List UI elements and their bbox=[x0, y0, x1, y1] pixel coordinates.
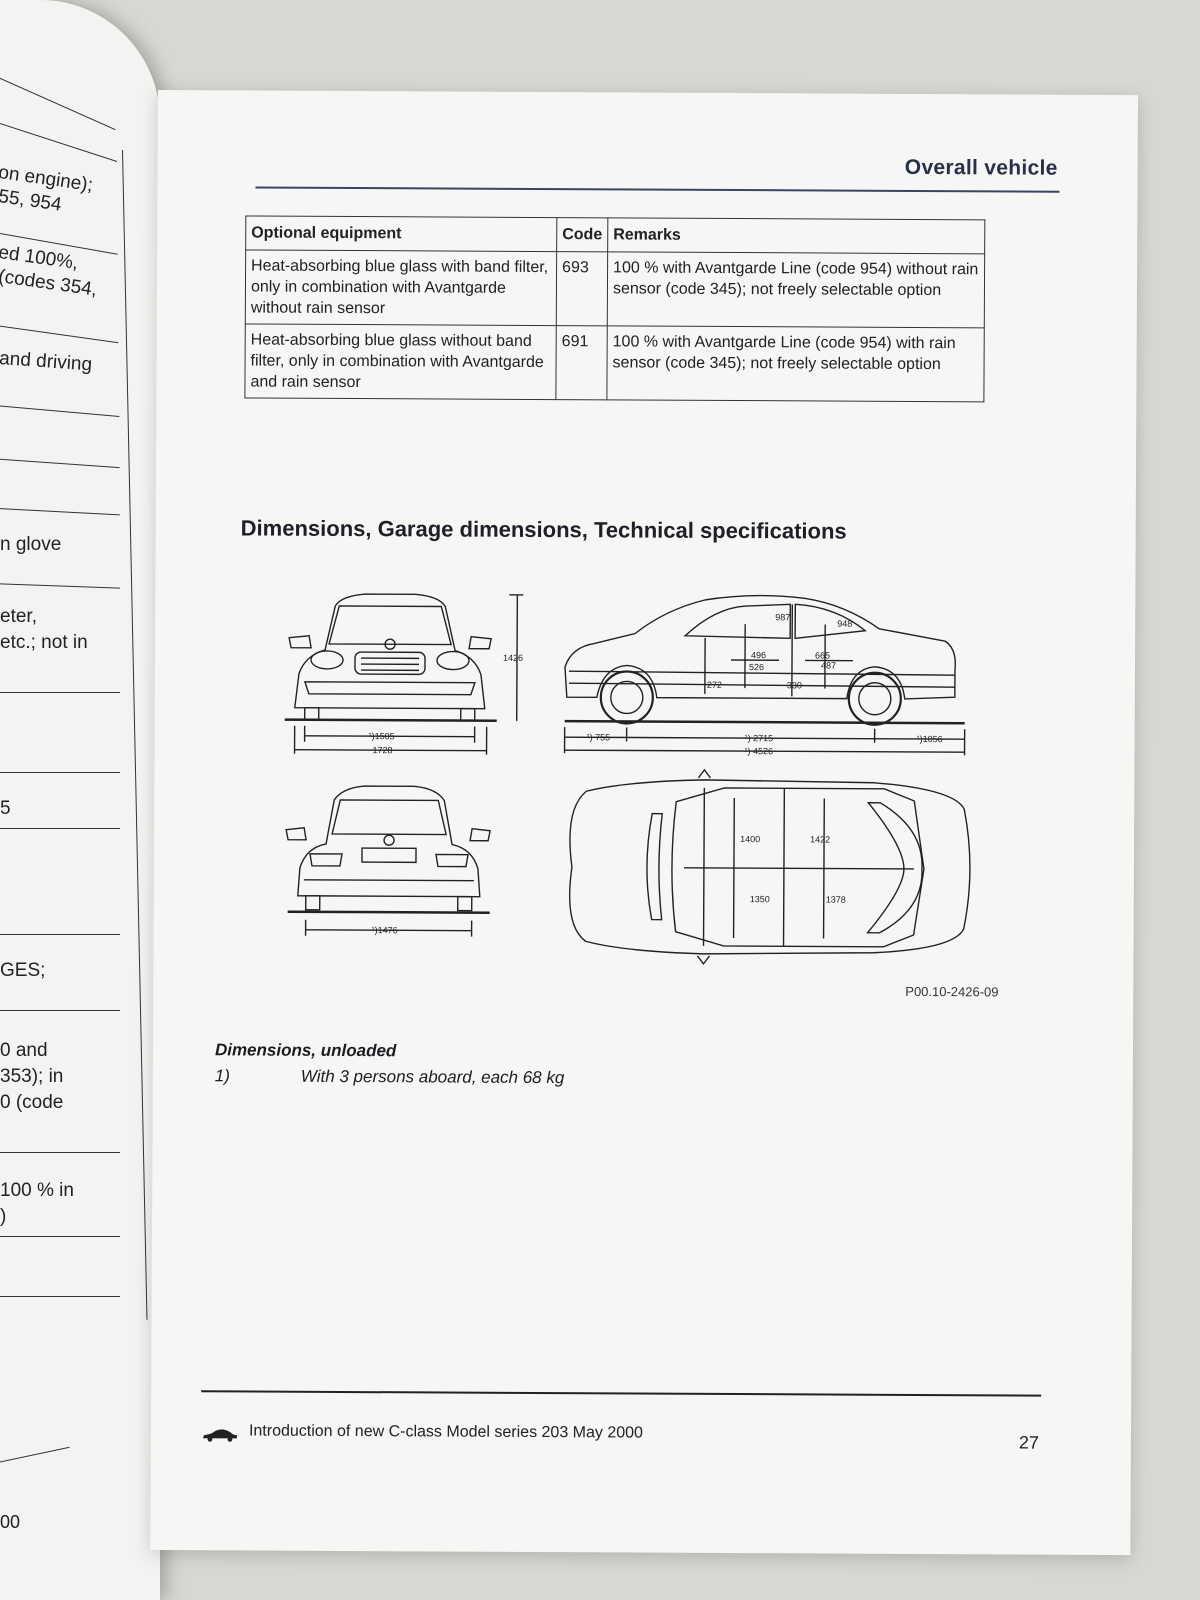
left-fragment: etc.; not in bbox=[0, 632, 88, 653]
page-number: 27 bbox=[1018, 1432, 1039, 1453]
dim-label-front-height: 1426 bbox=[503, 653, 523, 663]
table-cell-code: 691 bbox=[555, 325, 608, 400]
dim-label-rear-track: ¹)1476 bbox=[372, 925, 398, 935]
left-fragment: 0 and bbox=[0, 1040, 48, 1061]
dim-label-front-overhang: ¹) 755 bbox=[587, 732, 611, 742]
car-icon bbox=[202, 1429, 237, 1442]
left-fragment: 5 bbox=[0, 798, 11, 819]
left-rule bbox=[0, 402, 120, 417]
dim-label-948: 948 bbox=[837, 619, 852, 629]
rear-view-drawing bbox=[285, 785, 491, 937]
column-header: Remarks bbox=[607, 217, 985, 254]
left-footer-fragment: 00 bbox=[0, 1512, 21, 1532]
dim-label-rear-overhang: ¹)1056 bbox=[917, 734, 943, 744]
left-table-border bbox=[122, 149, 148, 1320]
left-rule bbox=[0, 60, 116, 131]
left-rule bbox=[0, 1152, 120, 1153]
table-header-row: Optional equipment Code Remarks bbox=[245, 215, 985, 254]
dim-label-front-width: 1728 bbox=[373, 745, 393, 755]
column-header: Optional equipment bbox=[245, 215, 557, 252]
front-view-drawing bbox=[284, 593, 524, 755]
dim-label-487: 487 bbox=[821, 660, 836, 670]
footer-rule bbox=[201, 1390, 1042, 1397]
left-rule bbox=[0, 772, 120, 773]
dim-label-526: 526 bbox=[749, 662, 764, 672]
table-cell-equipment: Heat-absorbing blue glass with band filt… bbox=[245, 249, 557, 326]
table-cell-code: 693 bbox=[556, 251, 608, 326]
dim-label-1350: 1350 bbox=[750, 894, 770, 904]
dim-label-330: 330 bbox=[787, 680, 802, 690]
left-rule bbox=[0, 828, 120, 829]
left-fragment: and driving bbox=[0, 348, 93, 376]
dim-label-272: 272 bbox=[707, 680, 722, 690]
section-heading: Dimensions, Garage dimensions, Technical… bbox=[240, 515, 847, 544]
left-fragment: ) bbox=[0, 1206, 7, 1227]
left-fragment: GES; bbox=[0, 960, 46, 981]
note-text: With 3 persons aboard, each 68 kg bbox=[300, 1066, 565, 1088]
left-rule bbox=[0, 692, 120, 693]
dim-label-987: 987 bbox=[775, 612, 790, 622]
left-rule bbox=[0, 582, 120, 589]
side-view-drawing bbox=[563, 594, 966, 756]
left-rule bbox=[0, 1446, 70, 1471]
optional-equipment-table: Optional equipment Code Remarks Heat-abs… bbox=[244, 215, 985, 402]
left-rule bbox=[0, 456, 120, 469]
top-view-drawing bbox=[568, 768, 971, 966]
left-fragment: n glove bbox=[0, 534, 62, 555]
column-header: Code bbox=[556, 217, 608, 252]
left-rule bbox=[0, 110, 118, 162]
left-rule bbox=[0, 1236, 120, 1237]
left-page: on engine); 55, 954 ed 100%, (codes 354,… bbox=[0, 0, 160, 1600]
left-fragment: 353); in bbox=[0, 1066, 64, 1087]
left-rule bbox=[0, 506, 120, 516]
left-fragment: (codes 354, bbox=[0, 266, 99, 301]
left-fragment: 0 (code bbox=[0, 1092, 64, 1113]
table-cell-remarks: 100 % with Avantgarde Line (code 954) wi… bbox=[607, 251, 985, 328]
left-rule bbox=[0, 320, 119, 344]
right-page: Overall vehicle Optional equipment Code … bbox=[150, 90, 1138, 1556]
title-rule bbox=[255, 186, 1060, 193]
table-row: Heat-absorbing blue glass with band filt… bbox=[245, 249, 985, 328]
dim-label-1378: 1378 bbox=[826, 895, 846, 905]
table-row: Heat-absorbing blue glass without band f… bbox=[244, 323, 985, 402]
left-fragment: 100 % in bbox=[0, 1180, 74, 1201]
dim-label-665: 665 bbox=[815, 650, 830, 660]
note-number: 1) bbox=[214, 1066, 231, 1086]
vehicle-dimension-drawings: 1426 ¹)1505 1728 ¹) 755 ¹) 2715 ¹)1056 ¹… bbox=[284, 593, 971, 966]
left-rule bbox=[0, 1296, 120, 1297]
dim-label-1400: 1400 bbox=[740, 834, 760, 844]
section-title: Overall vehicle bbox=[904, 155, 1058, 180]
dim-label-wheelbase: ¹) 2715 bbox=[745, 733, 774, 743]
notes-title: Dimensions, unloaded bbox=[214, 1040, 397, 1061]
dim-label-length: ¹) 4526 bbox=[745, 746, 774, 756]
left-rule bbox=[0, 934, 120, 935]
left-fragment: eter, bbox=[0, 606, 37, 627]
footer-text: Introduction of new C-class Model series… bbox=[248, 1422, 644, 1442]
dim-label-front-track: ¹)1505 bbox=[369, 731, 395, 741]
table-cell-remarks: 100 % with Avantgarde Line (code 954) wi… bbox=[606, 325, 985, 402]
dim-label-1422: 1422 bbox=[810, 834, 830, 844]
drawing-reference: P00.10-2426-09 bbox=[905, 983, 999, 1000]
left-rule bbox=[0, 1010, 120, 1011]
dim-label-496: 496 bbox=[751, 650, 766, 660]
table-cell-equipment: Heat-absorbing blue glass without band f… bbox=[244, 323, 557, 400]
